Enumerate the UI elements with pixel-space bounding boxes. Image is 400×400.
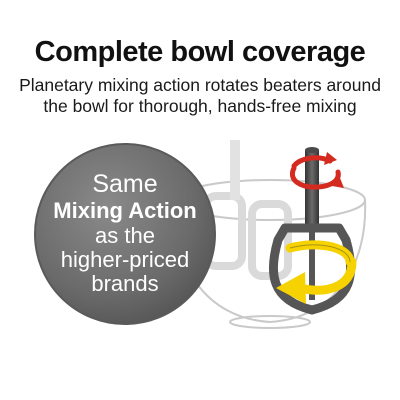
badge-text: Same Mixing Action as the higher-priced …: [36, 170, 214, 296]
badge-line-1: Same: [92, 170, 158, 198]
rotation-arrow-icon: [290, 152, 344, 190]
subheadline-line-2: the bowl for thorough, hands-free mixing: [43, 96, 357, 116]
headline: Complete bowl coverage: [34, 36, 366, 68]
badge-line-2: Mixing Action: [53, 198, 197, 223]
subheadline-line-1: Planetary mixing action rotates beaters …: [19, 75, 381, 95]
badge-line-4: higher-priced: [60, 247, 190, 272]
badge-line-5: brands: [91, 271, 159, 296]
subheadline: Planetary mixing action rotates beaters …: [0, 75, 400, 117]
badge-line-3: as the: [95, 223, 155, 248]
badge-circle: [34, 143, 216, 325]
mixing-direction-arrow-icon: [276, 240, 357, 304]
